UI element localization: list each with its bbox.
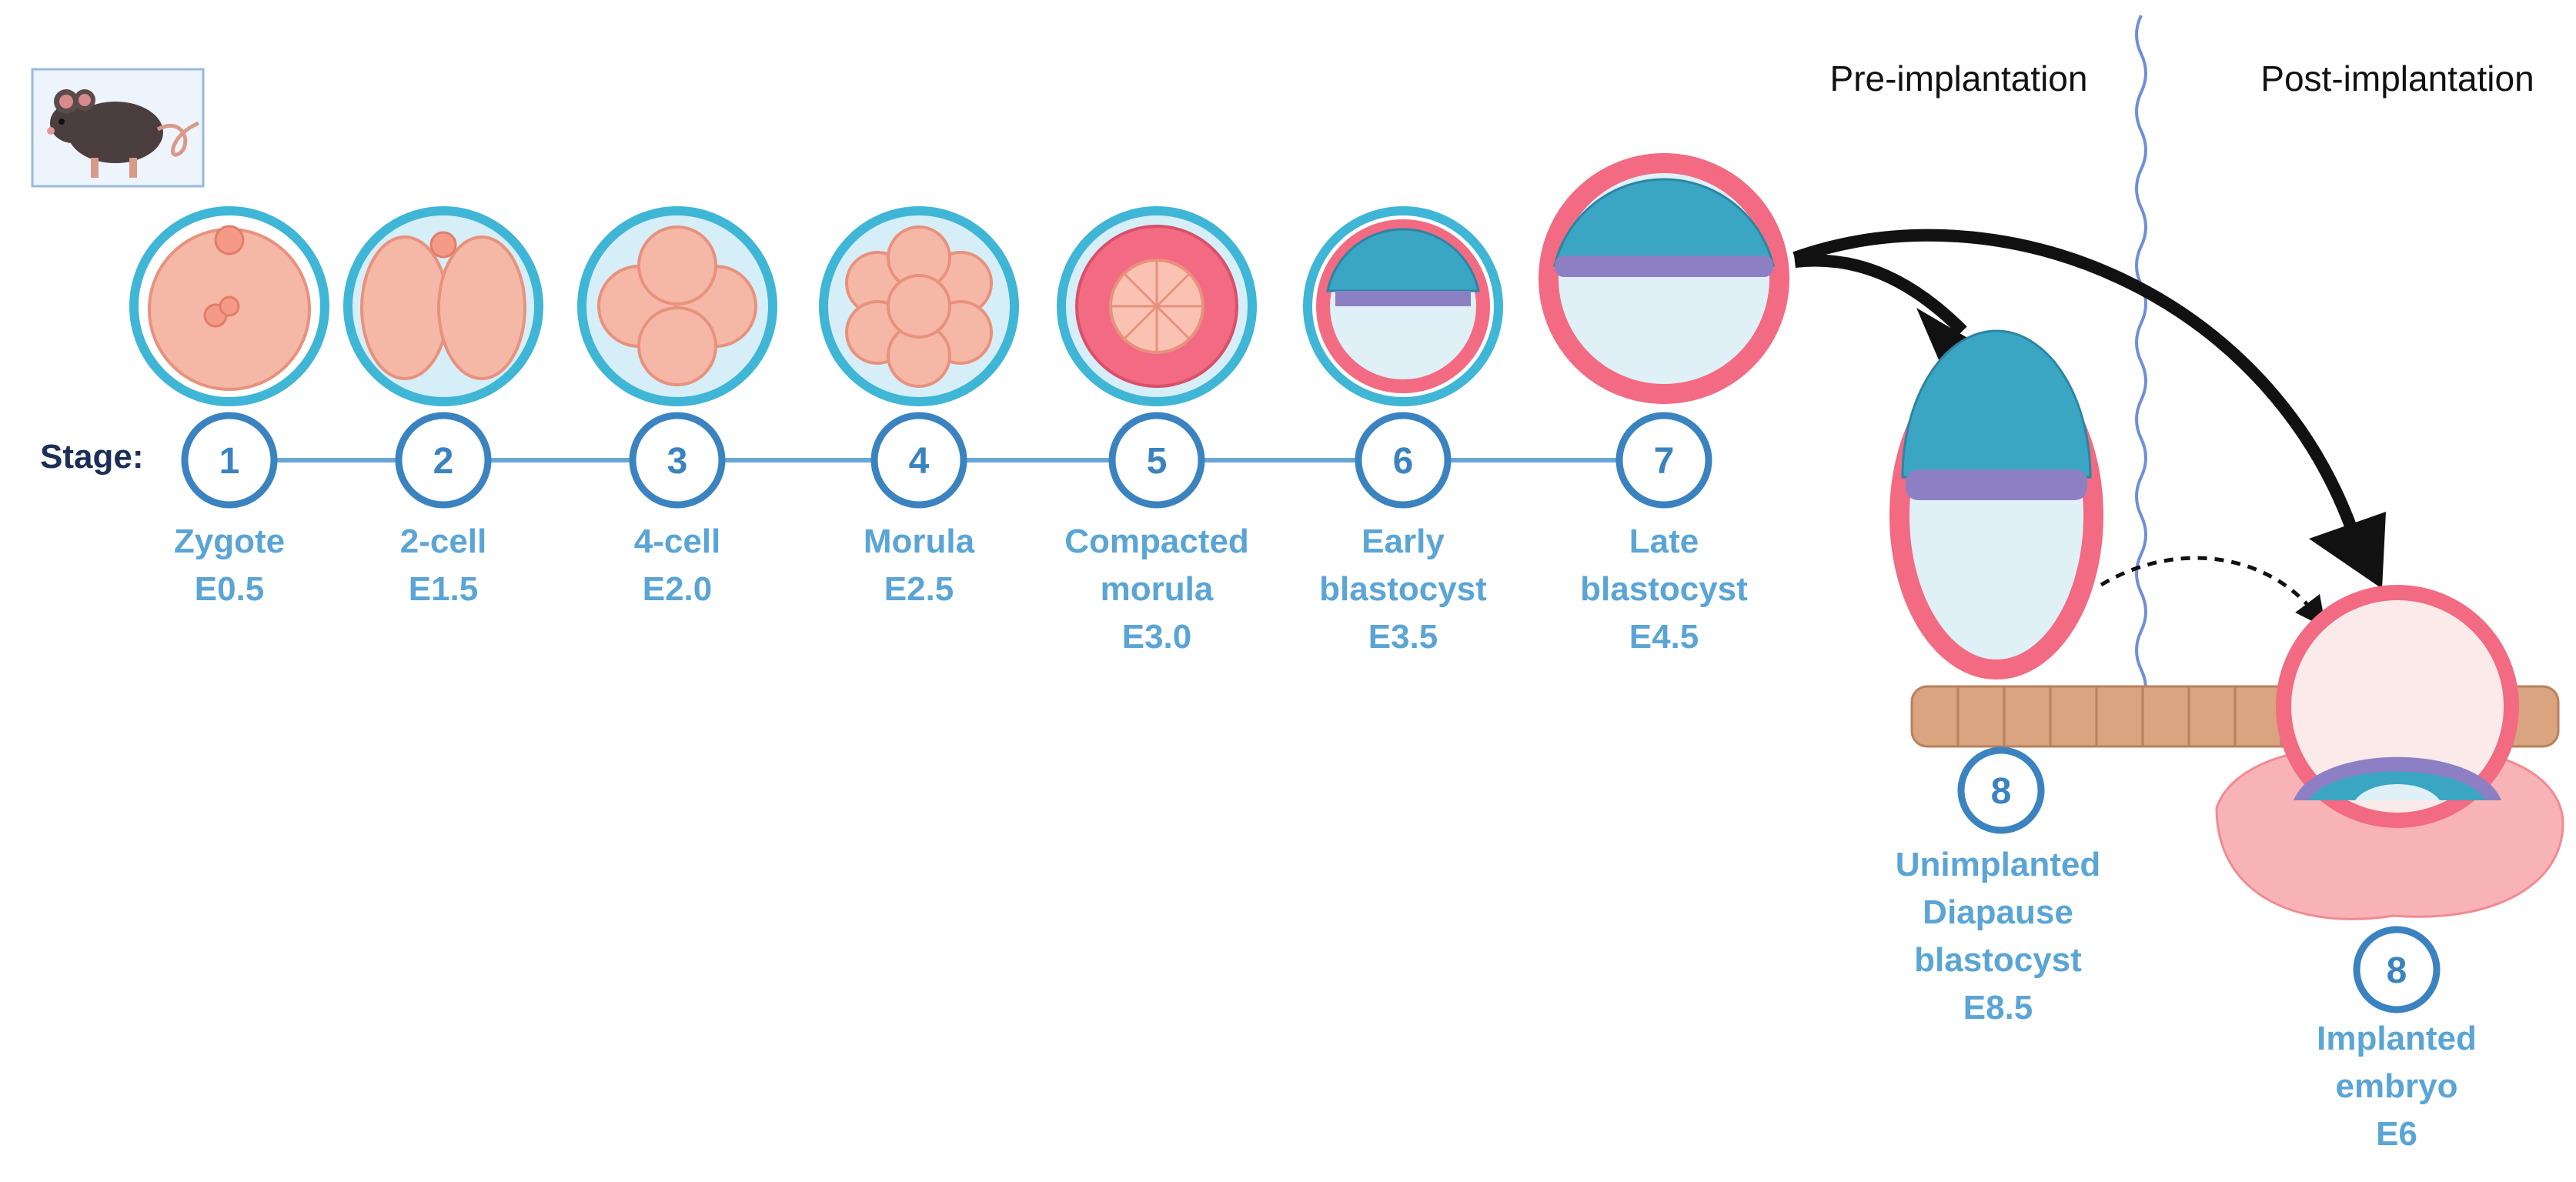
stage-8-diapause-label-line1: Unimplanted	[1896, 846, 2100, 883]
stage-2-label-line1: 2-cell	[400, 523, 487, 560]
pre-implantation-label: Pre-implantation	[1830, 58, 2088, 98]
compacted-morula-embryo	[1057, 206, 1257, 406]
stage-7-number: 7	[1654, 441, 1675, 482]
stage-2-label-line2: E1.5	[409, 570, 479, 608]
stage-8-diapause-number: 8	[1991, 771, 2012, 812]
dashed-arrow	[2100, 556, 2327, 628]
stage-4-label-line1: Morula	[864, 523, 975, 560]
stage-1-label-line2: E0.5	[195, 570, 265, 608]
early-blastocyst-embryo	[1303, 206, 1503, 406]
stage-8-implanted: 8 Implanted embryo E6	[2317, 926, 2477, 1153]
stage-5-label-line1: Compacted	[1064, 523, 1249, 560]
stage-prefix: Stage:	[40, 438, 143, 476]
stage-1: 1 Zygote E0.5	[174, 412, 285, 608]
stage-4-number: 4	[909, 441, 930, 482]
stage-2: 2 2-cell E1.5	[395, 412, 492, 608]
stage-6-label-line2: blastocyst	[1319, 570, 1487, 608]
stage-7-label-line2: blastocyst	[1580, 570, 1748, 608]
mouse-icon	[31, 68, 205, 188]
arrow-to-implanted	[1793, 229, 2361, 541]
stage-6-number: 6	[1393, 441, 1414, 482]
diapause-blastocyst-embryo	[1889, 329, 2103, 679]
late-blastocyst-embryo	[1539, 153, 1789, 404]
stage-8-implanted-label-line3: E6	[2376, 1115, 2417, 1153]
stage-5-label-line3: E3.0	[1122, 618, 1192, 656]
four-cell-embryo	[577, 206, 777, 406]
stage-8-diapause: 8 Unimplanted Diapause blastocyst E8.5	[1896, 746, 2100, 1027]
stage-3: 3 4-cell E2.0	[629, 412, 726, 608]
stage-4-label-line2: E2.5	[884, 570, 954, 608]
arrow-to-implanted-head	[2309, 512, 2386, 589]
stage-2-number: 2	[433, 441, 454, 482]
stage-6: 6 Early blastocyst E3.5	[1319, 412, 1487, 656]
implanted-embryo	[2215, 585, 2564, 920]
stage-7-label-line3: E4.5	[1629, 618, 1699, 656]
stage-1-number: 1	[219, 441, 240, 482]
stage-5: 5 Compacted morula E3.0	[1064, 412, 1249, 656]
post-implantation-label: Post-implantation	[2260, 58, 2534, 98]
morula-embryo	[819, 206, 1019, 406]
stage-8-diapause-label-line4: E8.5	[1963, 989, 2033, 1027]
stage-3-number: 3	[667, 441, 688, 482]
stage-5-label-line2: morula	[1101, 570, 1214, 608]
stage-8-implanted-label-line2: embryo	[2336, 1067, 2458, 1105]
stage-5-number: 5	[1147, 441, 1168, 482]
stage-8-diapause-label-line3: blastocyst	[1914, 941, 2082, 979]
stage-1-label-line1: Zygote	[174, 523, 285, 560]
stage-6-label-line3: E3.5	[1368, 618, 1438, 656]
stage-6-label-line1: Early	[1362, 523, 1445, 560]
zygote-embryo	[129, 206, 329, 406]
stage-3-label-line2: E2.0	[643, 570, 713, 608]
stage-8-implanted-label-line1: Implanted	[2317, 1020, 2477, 1057]
stage-7: 7 Late blastocyst E4.5	[1580, 412, 1748, 656]
arrow-to-diapause	[1794, 254, 1967, 336]
two-cell-embryo	[343, 206, 543, 406]
stage-8-diapause-label-line2: Diapause	[1923, 893, 2073, 931]
stage-3-label-line1: 4-cell	[634, 523, 721, 560]
stage-8-implanted-number: 8	[2387, 950, 2407, 991]
implantation-divider	[2135, 15, 2147, 709]
stage-4: 4 Morula E2.5	[864, 412, 975, 608]
stage-7-label-line1: Late	[1629, 523, 1699, 560]
